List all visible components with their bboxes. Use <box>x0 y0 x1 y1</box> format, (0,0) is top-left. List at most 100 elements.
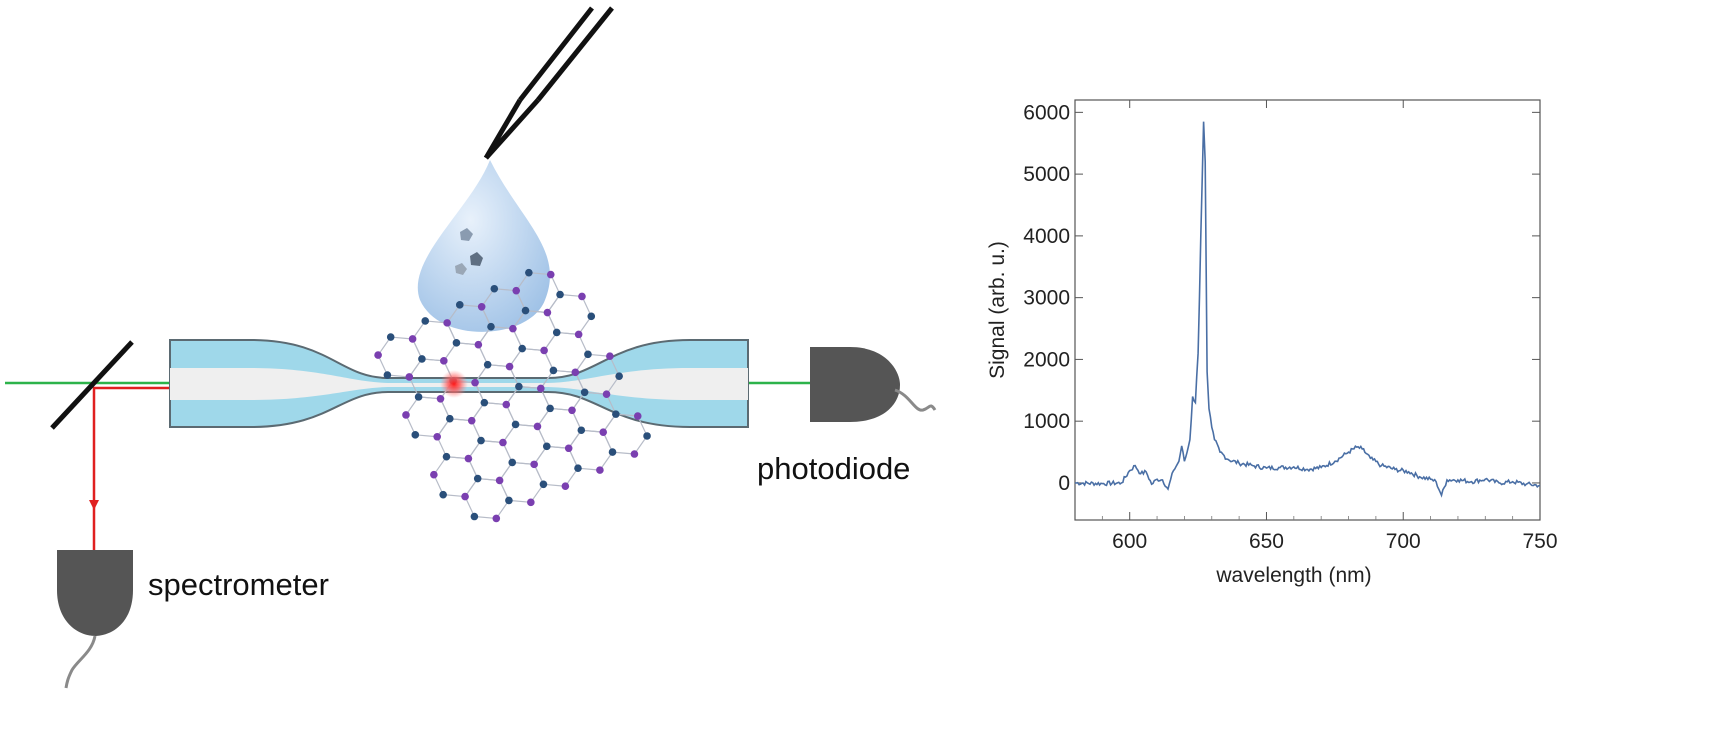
y-tick-label: 1000 <box>1023 410 1070 433</box>
lattice-atom <box>577 426 586 435</box>
lattice-atom <box>574 464 582 472</box>
lattice-atom <box>543 308 552 317</box>
signal-beam <box>89 386 170 550</box>
nanocrystal-particle <box>460 228 473 241</box>
lattice-atom <box>536 384 545 393</box>
lattice-atom <box>383 371 392 379</box>
lattice-atom <box>480 398 489 407</box>
y-tick-label: 6000 <box>1023 101 1070 124</box>
lattice-atom <box>509 324 517 333</box>
lattice-atom <box>587 312 596 321</box>
photodiode-label: photodiode <box>757 451 911 486</box>
lattice-atom <box>521 306 530 315</box>
lattice-atom <box>546 270 555 279</box>
lattice-atom <box>527 498 535 507</box>
y-tick-label: 3000 <box>1023 287 1070 310</box>
lattice-atom <box>411 431 420 439</box>
lattice-atom <box>533 422 542 431</box>
lattice-atom <box>580 388 589 397</box>
lattice-atom <box>540 346 548 355</box>
lattice-atom <box>615 372 623 380</box>
lattice-atom <box>525 268 533 277</box>
lattice-atom <box>596 466 604 474</box>
lattice-atom <box>549 366 558 375</box>
lattice-atom <box>433 432 441 441</box>
detector-cable <box>894 388 937 412</box>
lattice-atom <box>542 442 551 451</box>
2d-lattice <box>374 268 651 523</box>
lattice-atom <box>461 492 469 501</box>
x-axis-title: wavelength (nm) <box>1215 564 1371 587</box>
lattice-atom <box>464 454 473 463</box>
plot-frame <box>1074 99 1541 521</box>
x-tick-label: 700 <box>1386 530 1421 553</box>
lattice-atom <box>430 470 438 479</box>
lattice-atom <box>455 301 464 309</box>
lattice-atom <box>436 394 445 403</box>
lattice-atom <box>512 286 521 295</box>
lattice-atom <box>443 319 451 327</box>
lattice-atom <box>408 335 417 343</box>
lattice-atom <box>511 420 520 429</box>
lattice-atom <box>418 355 426 363</box>
lattice-atom <box>578 292 586 301</box>
y-tick-label: 5000 <box>1023 163 1070 186</box>
lattice-atom <box>402 411 410 419</box>
photodiode-detector <box>810 347 937 422</box>
lattice-atom <box>643 432 651 440</box>
lattice-atom <box>556 290 564 299</box>
lattice-atom <box>539 480 548 489</box>
lattice-atom <box>515 382 523 391</box>
spectrometer-label: spectrometer <box>148 567 329 602</box>
lattice-atom <box>467 416 476 425</box>
spectrometer-detector <box>57 550 133 689</box>
emission-hotspot <box>440 370 468 398</box>
lattice-atom <box>584 350 592 359</box>
nanocrystal-particle <box>470 252 483 266</box>
lattice-atom <box>374 351 382 359</box>
lattice-atom <box>446 414 454 423</box>
lattice-atom <box>492 514 501 523</box>
lattice-atom <box>490 284 499 293</box>
lattice-atom <box>608 448 617 456</box>
x-axis: 600 650 700 750 <box>1101 100 1558 553</box>
pipette <box>483 6 614 160</box>
lattice-atom <box>405 373 414 381</box>
lattice-atom <box>574 330 583 339</box>
x-tick-label: 650 <box>1249 530 1284 553</box>
lattice-atom <box>530 460 538 469</box>
lattice-atom <box>599 428 608 436</box>
lattice-atom <box>473 474 482 483</box>
lattice-atom <box>571 368 580 377</box>
y-tick-label: 2000 <box>1023 348 1070 371</box>
lattice-atom <box>633 412 642 420</box>
detector-cable <box>64 635 97 689</box>
series-line <box>1074 121 1541 498</box>
lattice-atom <box>508 458 517 467</box>
lattice-atom <box>414 393 423 401</box>
lattice-atom <box>421 317 430 325</box>
x-tick-label: 750 <box>1522 530 1557 553</box>
y-axis: 0 1000 2000 3000 4000 5000 6000 <box>1023 101 1540 495</box>
lattice-atom <box>452 339 461 347</box>
lattice-atom <box>440 357 448 365</box>
lattice-atom <box>483 360 492 369</box>
x-tick-label: 600 <box>1112 530 1147 553</box>
lattice-atom <box>606 352 614 361</box>
y-tick-label: 4000 <box>1023 225 1070 248</box>
lattice-atom <box>474 340 483 349</box>
lattice-atom <box>471 378 479 387</box>
beam-splitter <box>50 340 134 430</box>
y-tick-label: 0 <box>1058 472 1070 495</box>
lattice-atom <box>495 476 504 485</box>
lattice-atom <box>477 302 486 311</box>
lattice-atom <box>505 496 513 505</box>
lattice-atom <box>386 333 395 341</box>
lattice-atom <box>564 444 573 453</box>
lattice-atom <box>612 410 620 418</box>
lattice-atom <box>487 322 495 331</box>
lattice-atom <box>442 452 451 461</box>
lattice-atom <box>546 404 554 413</box>
